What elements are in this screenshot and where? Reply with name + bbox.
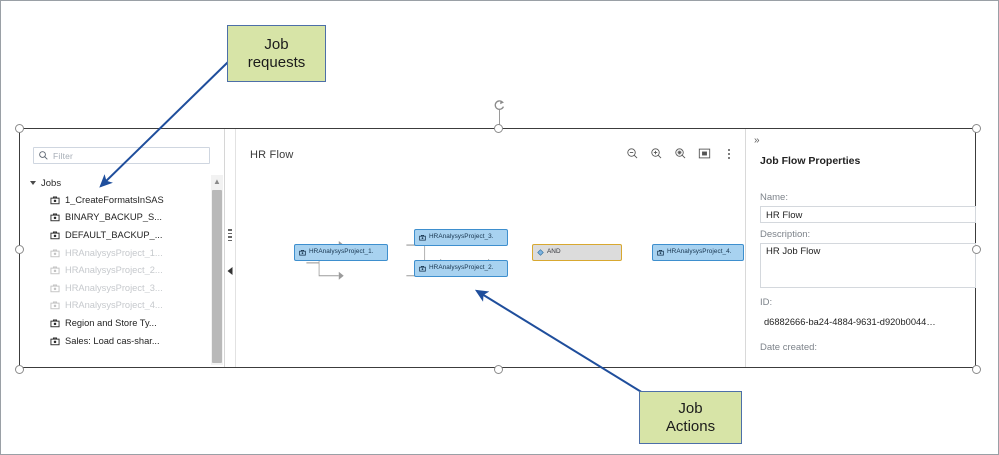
callout-job-requests: Job requests [227,25,326,82]
flow-node-job[interactable]: HRAnalysysProject_1. [294,244,388,261]
fit-to-screen-icon[interactable] [698,147,711,160]
jobs-tree: Jobs 1_CreateFormatsInSAS BINARY_BACKUP_S… [26,175,208,367]
rotation-stem [499,110,500,129]
job-list-item[interactable]: HRAnalysysProject_3... [26,279,208,297]
flow-title: HR Flow [250,149,294,161]
job-list-item[interactable]: HRAnalysysProject_4... [26,297,208,315]
job-list-item-label: HRAnalysysProject_1... [65,247,163,258]
flow-node-job[interactable]: HRAnalysysProject_3. [414,229,508,246]
zoom-out-icon[interactable] [626,147,639,160]
flow-node-label: HRAnalysysProject_1. [309,248,374,256]
resize-handle-sw[interactable] [15,365,24,374]
collapse-panel-icon[interactable] [227,267,233,276]
scrollbar-thumb[interactable] [212,190,222,363]
callout-line-2: requests [247,53,306,71]
job-list-item[interactable]: DEFAULT_BACKUP_... [26,226,208,244]
job-icon [419,266,426,272]
zoom-to-fit-icon[interactable] [674,147,687,160]
rotate-icon [494,100,505,110]
job-list-item-label: DEFAULT_BACKUP_... [65,229,163,240]
resize-handle-n[interactable] [494,124,503,133]
and-gate-icon [537,249,544,256]
tree-root-label: Jobs [41,177,62,189]
job-list-item-label: BINARY_BACKUP_S... [65,212,162,223]
rotate-handle[interactable] [491,98,507,114]
job-icon [50,301,60,310]
splitter-grip-icon [228,228,232,242]
chevron-down-icon [30,181,36,185]
description-field[interactable]: HR Job Flow [760,243,976,288]
job-list-item-label: Region and Store Ty... [65,317,157,328]
job-list-item-label: 1_CreateFormatsInSAS [65,194,164,205]
panel-splitter[interactable] [225,129,236,367]
description-label: Description: [760,229,811,240]
flow-node-label: HRAnalysysProject_3. [429,233,494,241]
resize-handle-se[interactable] [972,365,981,374]
filter-row: Filter [33,147,210,164]
resize-handle-s[interactable] [494,365,503,374]
job-flow-properties-panel: » Job Flow Properties Name: HR Flow Desc… [745,129,976,367]
zoom-in-icon[interactable] [650,147,663,160]
job-list-item[interactable]: HRAnalysysProject_1... [26,244,208,262]
job-list-item[interactable]: Region and Store Ty... [26,314,208,332]
id-label: ID: [760,297,773,308]
tree-root-jobs[interactable]: Jobs [26,175,208,191]
job-list-item[interactable]: HRAnalysysProject_2... [26,261,208,279]
flow-graph: HRAnalysysProject_1. HRAnalysysProject_3.… [236,129,745,367]
jobs-panel: Filter Jobs 1_CreateFormatsInSAS BINARY_B… [20,129,225,367]
flow-node-and[interactable]: AND [532,244,622,261]
flow-canvas[interactable]: HR Flow [236,129,745,367]
name-label: Name: [760,192,788,203]
job-list-item[interactable]: Sales: Load cas-shar... [26,332,208,350]
flow-node-label: AND [547,248,561,256]
scroll-up-icon[interactable]: ▲ [211,175,223,188]
callout-line-1: Job [264,35,289,53]
filter-placeholder: Filter [53,150,74,161]
filter-input[interactable]: Filter [33,147,210,164]
flow-node-job[interactable]: HRAnalysysProject_2. [414,260,508,277]
jobs-scrollbar[interactable]: ▲ [211,175,223,365]
job-icon [50,284,60,292]
job-icon [299,250,306,256]
job-icon [657,250,664,256]
job-icon [50,319,60,328]
resize-handle-ne[interactable] [972,124,981,133]
flow-node-label: HRAnalysysProject_4. [667,248,732,256]
callout-line-2: Actions [665,417,716,435]
flow-node-job[interactable]: HRAnalysysProject_4. [652,244,744,261]
resize-handle-w[interactable] [15,245,24,254]
callout-job-actions: Job Actions [639,391,742,444]
date-created-label: Date created: [760,342,818,353]
search-icon [39,151,48,160]
name-field[interactable]: HR Flow [760,206,976,223]
job-icon [50,231,60,240]
job-list-item-label: HRAnalysysProject_2... [65,265,163,276]
id-value: d6882666-ba24-4884-9631-d920b0044… [764,317,936,327]
flow-node-label: HRAnalysysProject_2. [429,264,494,272]
job-icon [50,249,60,257]
job-list-item-label: HRAnalysysProject_3... [65,282,163,293]
job-list-item-label: Sales: Load cas-shar... [65,335,160,346]
more-options-icon[interactable] [722,148,735,159]
job-icon [50,196,60,205]
job-icon [50,213,60,222]
job-list-item-label: HRAnalysysProject_4... [65,300,163,311]
properties-title: Job Flow Properties [760,155,861,167]
resize-handle-e[interactable] [972,245,981,254]
app-screenshot-object[interactable]: Filter Jobs 1_CreateFormatsInSAS BINARY_B… [15,124,981,374]
job-list-item[interactable]: BINARY_BACKUP_S... [26,209,208,227]
job-icon [50,337,60,345]
job-icon [50,266,60,275]
job-icon [419,235,426,241]
canvas-toolbar [626,147,735,160]
resize-handle-nw[interactable] [15,124,24,133]
job-list-item[interactable]: 1_CreateFormatsInSAS [26,191,208,209]
expand-panel-icon[interactable]: » [754,135,759,146]
callout-line-1: Job [678,399,703,417]
